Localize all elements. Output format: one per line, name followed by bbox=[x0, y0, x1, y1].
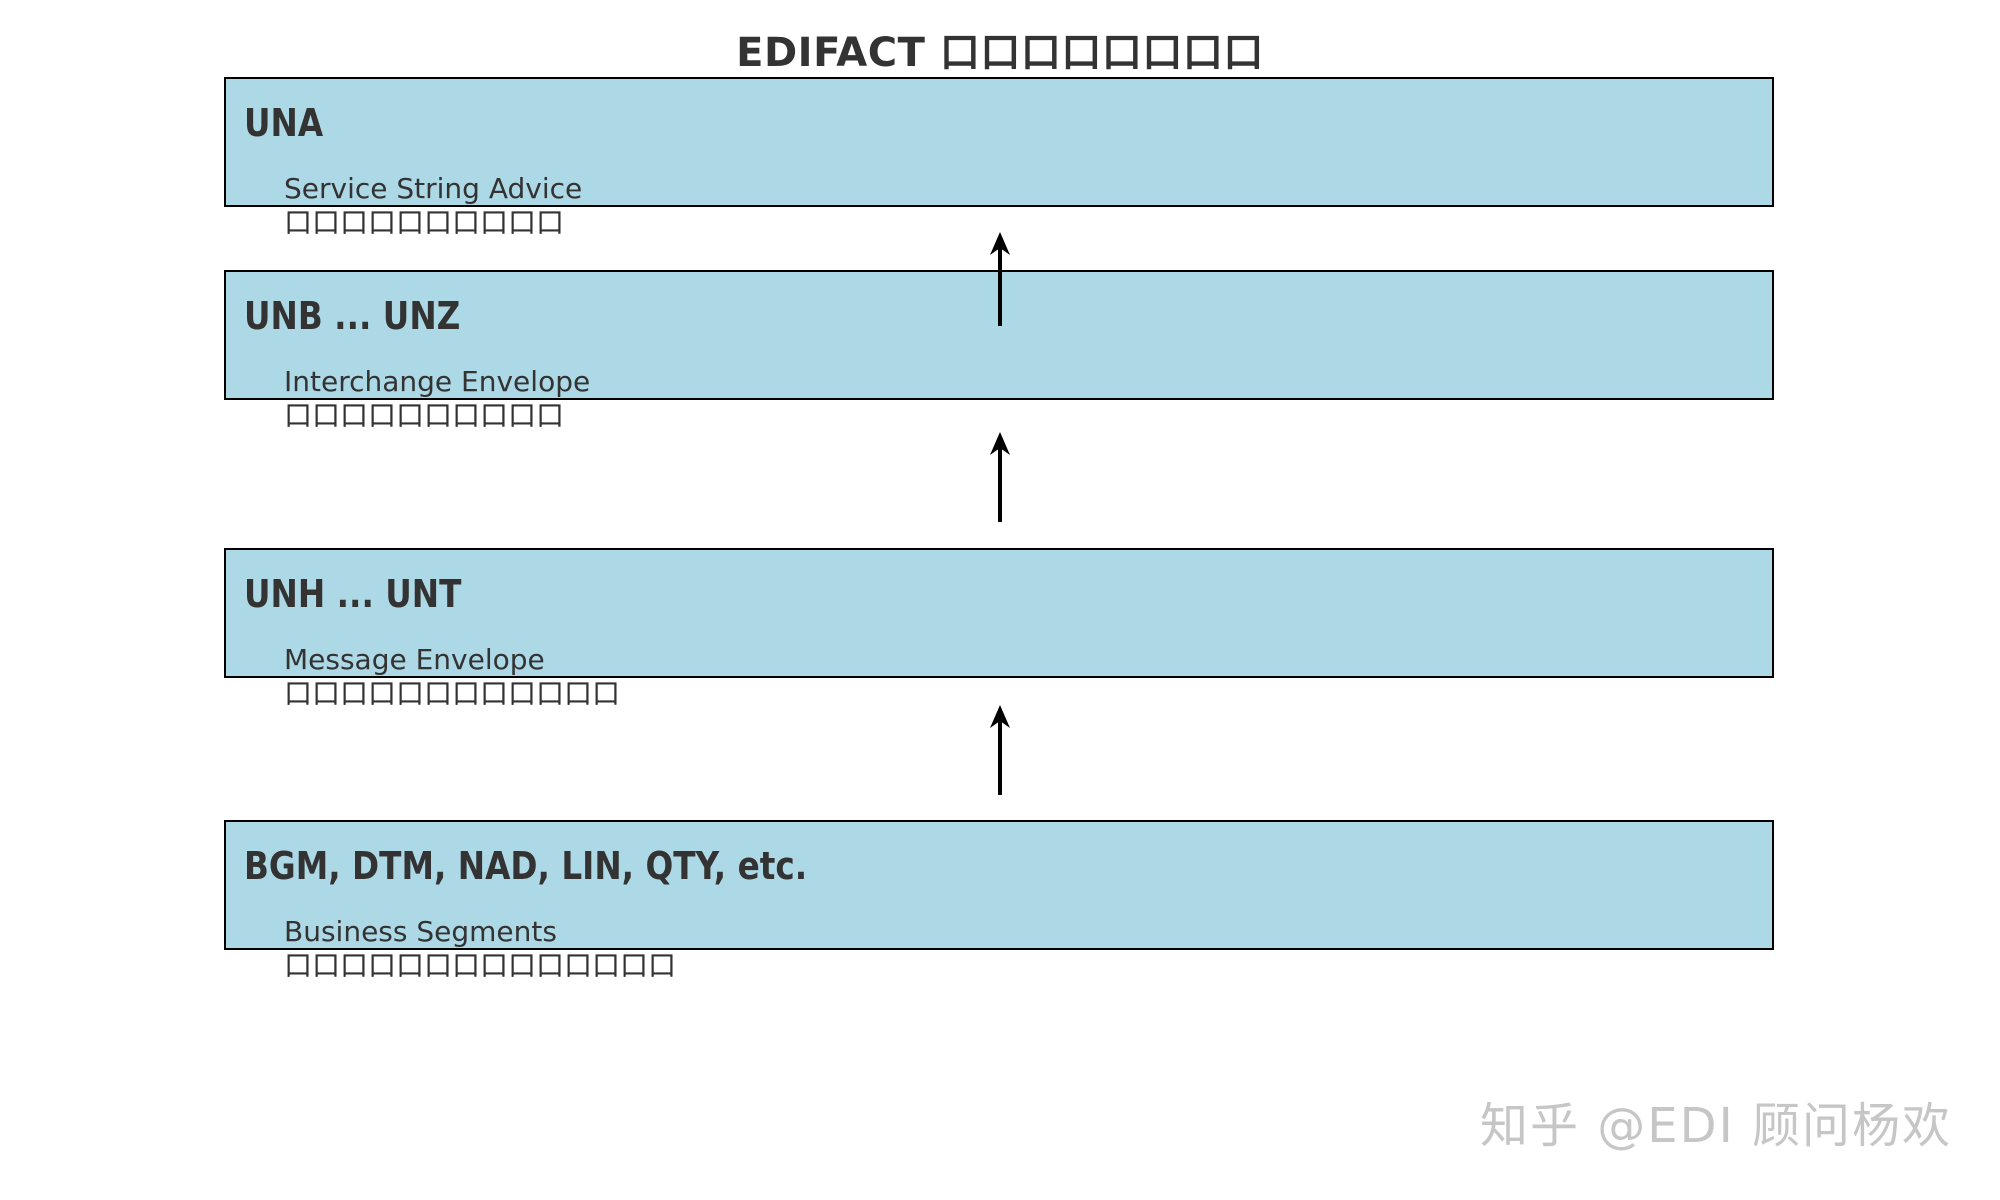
arrow-up-icon bbox=[990, 432, 1010, 522]
box-unh-heading: UNH ... UNT bbox=[244, 572, 462, 616]
box-una-heading-wrap: UNA bbox=[244, 101, 336, 145]
box-bgm-heading: BGM, DTM, NAD, LIN, QTY, etc. bbox=[244, 844, 808, 888]
box-bgm-heading-wrap: BGM, DTM, NAD, LIN, QTY, etc. bbox=[244, 844, 899, 888]
box-unh-heading-wrap: UNH ... UNT bbox=[244, 572, 497, 616]
box-unh-subtitle: Message Envelope 口口口口口口口口口口口口 bbox=[284, 643, 620, 711]
box-una-subtitle-cjk: 口口口口口口口口口口 bbox=[284, 206, 565, 239]
diagram-box-business-segments: BGM, DTM, NAD, LIN, QTY, etc. Business S… bbox=[224, 820, 1774, 982]
box-unb-subtitle-en: Interchange Envelope bbox=[284, 365, 591, 398]
box-una-subtitle: Service String Advice 口口口口口口口口口口 bbox=[284, 172, 582, 240]
diagram-box-unh-unt: UNH ... UNT Message Envelope 口口口口口口口口口口口… bbox=[224, 548, 1774, 710]
box-unh-subtitle-en: Message Envelope bbox=[284, 643, 545, 676]
watermark: 知乎 @EDI 顾问杨欢 bbox=[1480, 1098, 1952, 1154]
diagram-box-una: UNA Service String Advice 口口口口口口口口口口 bbox=[224, 77, 1774, 239]
page-title: EDIFACT 口口口口口口口口 bbox=[736, 30, 1264, 76]
box-unb-heading: UNB ... UNZ bbox=[244, 294, 461, 338]
arrow-up-icon bbox=[990, 705, 1010, 795]
box-unb-subtitle-cjk: 口口口口口口口口口口 bbox=[284, 399, 565, 432]
box-bgm-subtitle: Business Segments 口口口口口口口口口口口口口口 bbox=[284, 915, 676, 983]
box-bgm-subtitle-cjk: 口口口口口口口口口口口口口口 bbox=[284, 949, 677, 982]
box-una-subtitle-en: Service String Advice bbox=[284, 172, 583, 205]
box-unh-subtitle-cjk: 口口口口口口口口口口口口 bbox=[284, 677, 621, 710]
box-bgm-subtitle-en: Business Segments bbox=[284, 915, 557, 948]
box-una-heading: UNA bbox=[244, 101, 324, 145]
box-unb-subtitle: Interchange Envelope 口口口口口口口口口口 bbox=[284, 365, 590, 433]
box-unb-heading-wrap: UNB ... UNZ bbox=[244, 294, 496, 338]
arrow-up-icon bbox=[990, 232, 1010, 326]
